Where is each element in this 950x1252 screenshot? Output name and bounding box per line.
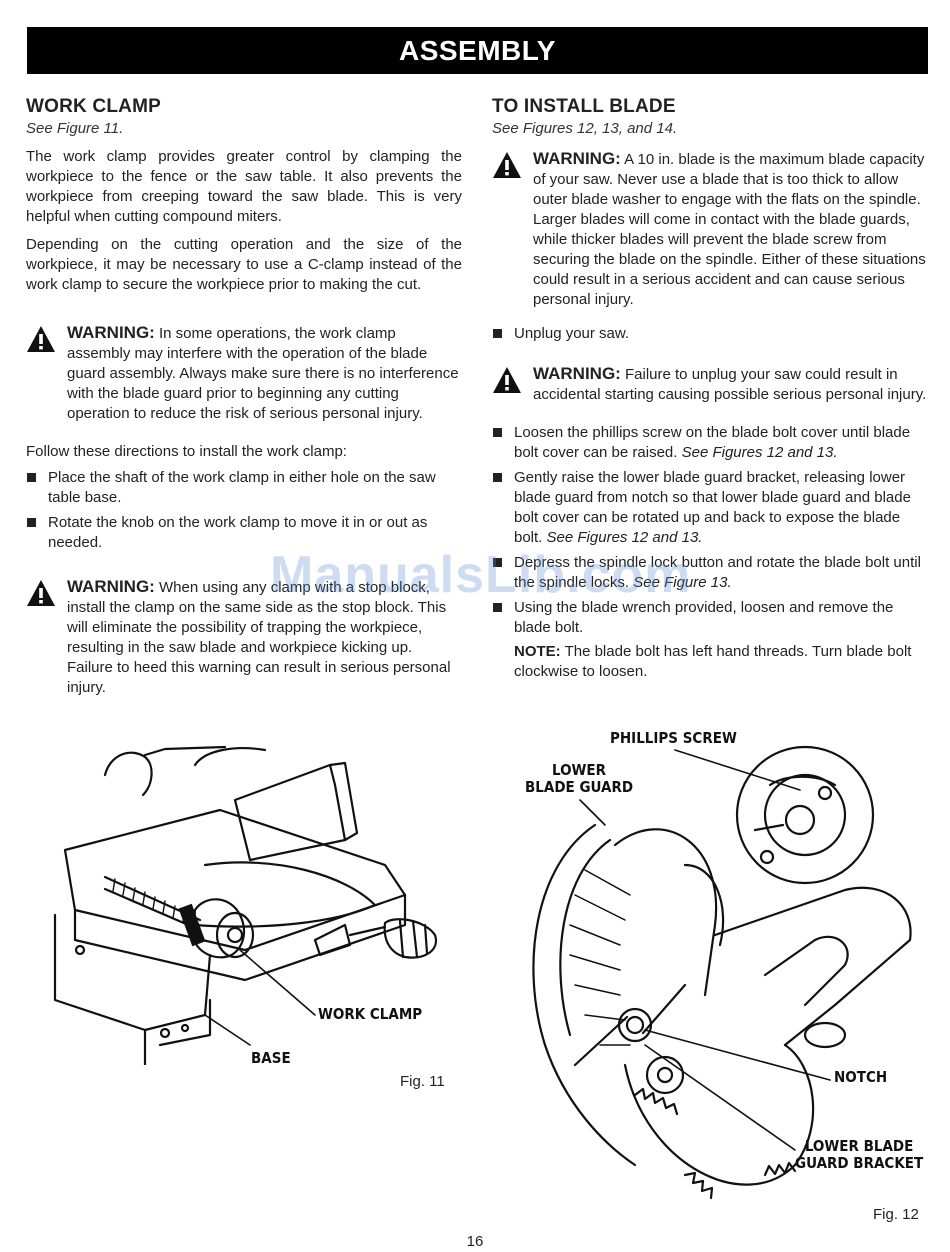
warning-title: WARNING: — [67, 577, 155, 596]
list-item: Depress the spindle lock button and rota… — [492, 553, 928, 593]
figure-label-notch: NOTCH — [834, 1068, 888, 1086]
bullet-list: Loosen the phillips screw on the blade b… — [492, 423, 928, 682]
warning-block: WARNING: Failure to unplug your saw coul… — [492, 364, 928, 405]
paragraph: Follow these directions to install the w… — [26, 443, 347, 460]
bullet-square-icon — [493, 603, 502, 612]
figure-reference: See Figures 12, 13, and 14. — [492, 120, 678, 137]
bullet-square-icon — [493, 558, 502, 567]
paragraph: The work clamp provides greater control … — [26, 148, 462, 225]
warning-triangle-icon — [493, 367, 521, 393]
list-item-text: Rotate the knob on the work clamp to mov… — [48, 514, 428, 551]
figure-reference: See Figures 12 and 13. — [546, 529, 703, 546]
list-item: Place the shaft of the work clamp in eit… — [26, 468, 462, 508]
install-blade-heading: TO INSTALL BLADE — [492, 96, 676, 117]
warning-triangle-icon — [27, 580, 55, 606]
figure-reference: See Figure 11. — [26, 120, 124, 137]
warning-triangle-icon — [493, 152, 521, 178]
warning-block: WARNING: A 10 in. blade is the maximum b… — [492, 149, 928, 310]
install-blade-section: TO INSTALL BLADE See Figures 12, 13, and… — [492, 96, 928, 687]
page-number: 16 — [466, 1233, 484, 1250]
warning-title: WARNING: — [533, 149, 621, 168]
list-item: Loosen the phillips screw on the blade b… — [492, 423, 928, 463]
warning-triangle-icon — [27, 326, 55, 352]
bullet-list: Unplug your saw. — [492, 324, 928, 344]
note-label: NOTE: — [514, 643, 561, 660]
list-item: Rotate the knob on the work clamp to mov… — [26, 513, 462, 553]
figure-reference: See Figure 13. — [633, 574, 732, 591]
warning-title: WARNING: — [533, 364, 621, 383]
work-clamp-section: WORK CLAMP See Figure 11. The work clamp… — [26, 96, 462, 698]
figure-label-base: BASE — [251, 1049, 291, 1067]
figure-caption: Fig. 11 — [400, 1073, 445, 1090]
figure-label-lower-blade-guard-bracket: LOWER BLADE GUARD BRACKET — [795, 1137, 924, 1172]
bullet-square-icon — [27, 518, 36, 527]
list-item-text: Gently raise the lower blade guard brack… — [514, 469, 911, 546]
warning-text: When using any clamp with a stop block, … — [67, 579, 451, 696]
note-text: The blade bolt has left hand threads. Tu… — [514, 643, 912, 680]
bullet-square-icon — [27, 473, 36, 482]
paragraph: Depending on the cutting operation and t… — [26, 236, 462, 293]
bullet-square-icon — [493, 428, 502, 437]
figure-label-work-clamp: WORK CLAMP — [318, 1005, 423, 1023]
list-item-text: Using the blade wrench provided, loosen … — [514, 599, 894, 636]
figure-label-lower-blade-guard: LOWER BLADE GUARD — [525, 761, 634, 796]
work-clamp-heading: WORK CLAMP — [26, 96, 161, 117]
list-item: Using the blade wrench provided, loosen … — [492, 598, 928, 682]
figure-12-blade-guard-drawing — [532, 745, 912, 1200]
warning-title: WARNING: — [67, 323, 155, 342]
warning-block: WARNING: When using any clamp with a sto… — [26, 577, 462, 698]
list-item-text: Unplug your saw. — [514, 325, 630, 342]
figure-reference: See Figures 12 and 13. — [681, 444, 838, 461]
figure-label-phillips-screw: PHILLIPS SCREW — [610, 729, 737, 747]
list-item-text: Loosen the phillips screw on the blade b… — [514, 424, 911, 461]
list-item-text: Depress the spindle lock button and rota… — [514, 554, 921, 591]
warning-text: A 10 in. blade is the maximum blade capa… — [533, 151, 926, 308]
warning-text: Failure to unplug your saw could result … — [533, 366, 927, 403]
warning-text: In some operations, the work clamp assem… — [67, 325, 459, 422]
figure-caption: Fig. 12 — [873, 1206, 919, 1223]
list-item: Gently raise the lower blade guard brack… — [492, 468, 928, 548]
bullet-square-icon — [493, 473, 502, 482]
list-item-text: Place the shaft of the work clamp in eit… — [48, 469, 436, 506]
figure-11-miter-saw-drawing — [53, 745, 438, 1065]
list-item: Unplug your saw. — [492, 324, 928, 344]
bullet-square-icon — [493, 329, 502, 338]
note: NOTE: The blade bolt has left hand threa… — [514, 642, 928, 682]
watermark: ManualsLib.com — [270, 546, 692, 604]
page-header: ASSEMBLY — [27, 27, 928, 74]
bullet-list: Place the shaft of the work clamp in eit… — [26, 468, 462, 553]
warning-block: WARNING: In some operations, the work cl… — [26, 323, 462, 424]
